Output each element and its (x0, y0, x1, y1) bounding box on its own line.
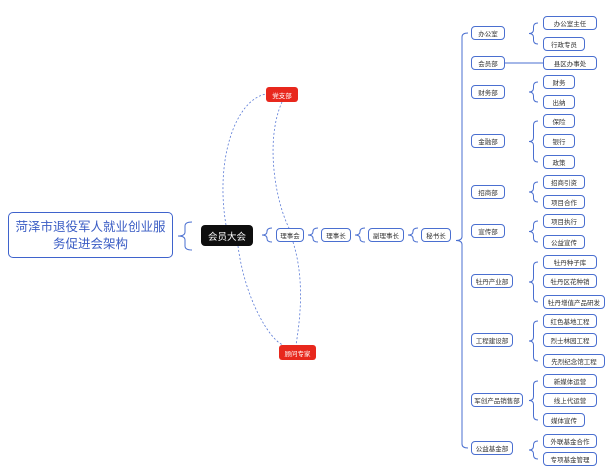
sub-department-node: 行政专员 (543, 37, 585, 51)
advisors-node: 顾问专家 (279, 345, 316, 360)
link-party-in (272, 101, 290, 229)
sub-department-node: 办公室主任 (543, 16, 597, 30)
chain-council: 理事会 (276, 228, 304, 242)
sub-department-node: 保险 (543, 114, 575, 128)
brace-department-children (528, 22, 539, 45)
department-node: 办公室 (471, 26, 505, 40)
link-advisors-in (292, 241, 301, 346)
brace-department-children (528, 181, 539, 203)
sub-department-node: 牡丹种子库 (543, 255, 597, 269)
sub-department-node: 项目合作 (543, 195, 585, 209)
department-node: 军创产品销售部 (471, 393, 523, 407)
department-node: 牡丹产业部 (471, 274, 513, 288)
department-node: 宣传部 (471, 224, 505, 238)
sub-department-node: 媒体宣传 (543, 413, 585, 427)
sub-department-node: 烈士林园工程 (543, 333, 597, 347)
brace-departments (455, 32, 469, 449)
brace-department-children (528, 320, 539, 362)
sub-department-node: 红色基地工程 (543, 314, 597, 328)
sub-department-node: 专项基金管理 (543, 452, 597, 466)
department-node: 会员部 (471, 56, 505, 70)
sub-department-node: 公益宣传 (543, 235, 585, 249)
sub-department-node: 新媒体运营 (543, 374, 597, 388)
department-node: 工程建设部 (471, 333, 513, 347)
sub-department-node: 外联基金合作 (543, 434, 597, 448)
department-node: 财务部 (471, 85, 505, 99)
department-node: 金融部 (471, 134, 505, 148)
brace-department-children (528, 220, 539, 243)
sub-department-node: 招商引资 (543, 175, 585, 189)
chain-chairman: 理事长 (321, 228, 351, 242)
brace-assembly (261, 227, 273, 243)
sub-department-node: 项目执行 (543, 214, 585, 228)
root-title: 菏泽市退役军人就业创业服务促进会架构 (8, 212, 173, 258)
sub-department-node: 先烈纪念馆工程 (543, 354, 605, 368)
brace-council (307, 227, 319, 243)
brace-department-children (528, 261, 539, 303)
brace-department-children (528, 81, 539, 103)
party-branch-node: 党支部 (266, 87, 298, 102)
brace-department-children (528, 440, 539, 460)
assembly-node: 会员大会 (201, 225, 253, 246)
department-node: 招商部 (471, 185, 505, 199)
brace-chairman (354, 227, 366, 243)
sub-department-node: 政策 (543, 155, 575, 169)
brace-vice (407, 227, 419, 243)
brace-department-children (528, 120, 539, 163)
brace-root (177, 221, 193, 251)
link-advisors-out (237, 245, 284, 346)
brace-department-children (528, 380, 539, 421)
sub-department-node: 线上代运营 (543, 393, 597, 407)
sub-department-node: 银行 (543, 134, 575, 148)
chain-secretary: 秘书长 (421, 228, 451, 242)
sub-department-node: 牡丹增值产品研发 (543, 295, 605, 309)
sub-department-node: 出纳 (543, 95, 575, 109)
sub-department-node: 财务 (543, 75, 575, 89)
link-party-out (222, 93, 267, 226)
sub-department-node: 牡丹区花种销 (543, 274, 597, 288)
department-node: 公益基金部 (471, 441, 513, 455)
chain-vice-chairman: 副理事长 (368, 228, 404, 242)
sub-department-node: 县区办事处 (543, 56, 597, 70)
